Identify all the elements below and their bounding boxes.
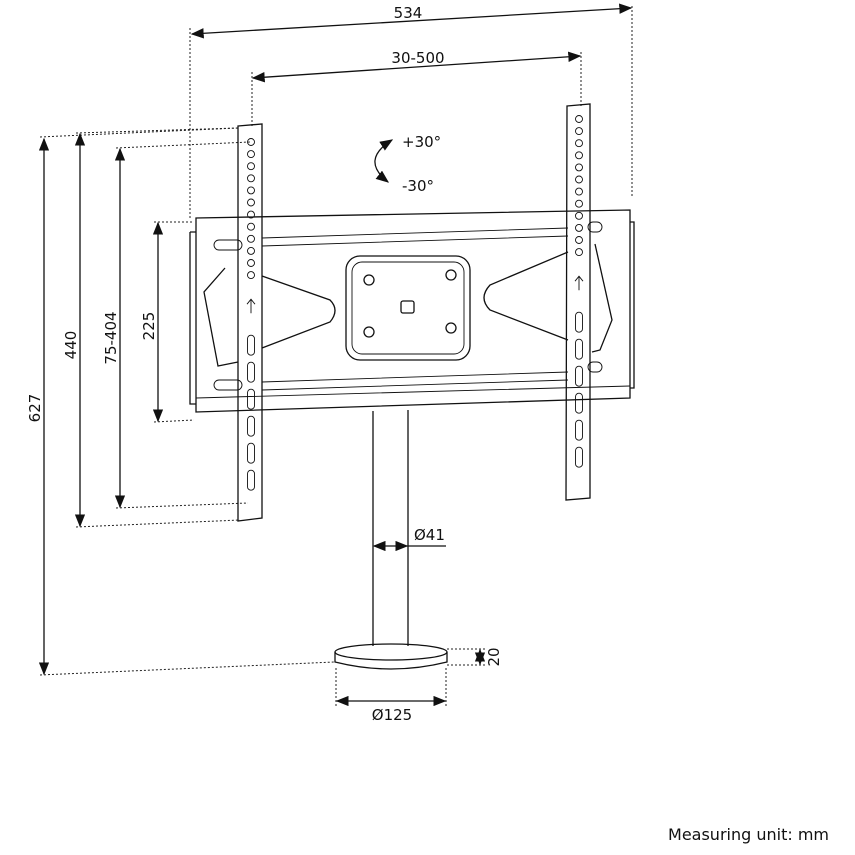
- label-vesa-horizontal: 30-500: [391, 49, 444, 67]
- bracket-slot: [575, 365, 583, 387]
- bracket-hole: [247, 186, 255, 195]
- label-pole-diameter: Ø41: [414, 526, 445, 544]
- bracket-hole: [575, 187, 583, 196]
- bracket-slot: [247, 442, 255, 464]
- bracket-hole: [247, 210, 255, 219]
- label-bracket-height: 440: [62, 331, 80, 360]
- label-vesa-vertical: 75-404: [102, 311, 120, 364]
- bracket-hole: [575, 236, 583, 244]
- base: [334, 643, 448, 670]
- label-overall-height: 627: [26, 394, 44, 423]
- measuring-unit-label: Measuring unit: mm: [668, 825, 829, 844]
- extension-lines: [39, 6, 633, 706]
- label-tilt-up: +30°: [402, 133, 441, 151]
- bracket-hole: [575, 248, 583, 257]
- bracket-hole: [575, 199, 583, 208]
- bracket-hole: [247, 234, 255, 243]
- left-bracket: [237, 123, 263, 522]
- bracket-slot: [247, 361, 255, 383]
- bracket-hole: [247, 138, 255, 146]
- label-base-diameter: Ø125: [372, 706, 412, 724]
- bracket-hole: [575, 151, 583, 160]
- bracket-hole: [575, 139, 583, 148]
- label-base-height: 20: [485, 647, 503, 666]
- bracket-hole: [247, 259, 255, 267]
- bracket-slot: [247, 334, 255, 356]
- bracket-hole: [575, 223, 583, 232]
- bracket-slot: [575, 419, 583, 441]
- bracket-hole: [575, 115, 583, 123]
- bracket-slot: [575, 392, 583, 414]
- label-tilt-down: -30°: [402, 177, 434, 195]
- bracket-hole: [247, 271, 255, 280]
- up-arrow-icon: [574, 275, 584, 291]
- right-bracket: [565, 103, 591, 501]
- bracket-hole: [247, 222, 255, 231]
- bracket-hole: [247, 162, 255, 171]
- bracket-hole: [575, 163, 583, 172]
- bracket-hole: [247, 198, 255, 207]
- bracket-hole: [575, 127, 583, 136]
- label-plate-height: 225: [140, 312, 158, 341]
- bracket-hole: [575, 211, 583, 220]
- bracket-hole: [247, 174, 255, 183]
- bracket-slot: [247, 415, 255, 437]
- bracket-slot: [247, 388, 255, 410]
- bracket-slot: [575, 338, 583, 360]
- mounting-plate: [189, 209, 635, 413]
- bracket-slot: [575, 311, 583, 333]
- pole: [372, 410, 409, 646]
- dimension-lines: [38, 3, 633, 707]
- bracket-slot: [575, 446, 583, 468]
- bracket-slot: [247, 469, 255, 491]
- tilt-arrow-icon: [374, 139, 394, 183]
- up-arrow-icon: [246, 298, 256, 314]
- label-overall-width: 534: [394, 4, 423, 22]
- bracket-hole: [247, 150, 255, 159]
- bracket-hole: [247, 246, 255, 255]
- bracket-hole: [575, 175, 583, 184]
